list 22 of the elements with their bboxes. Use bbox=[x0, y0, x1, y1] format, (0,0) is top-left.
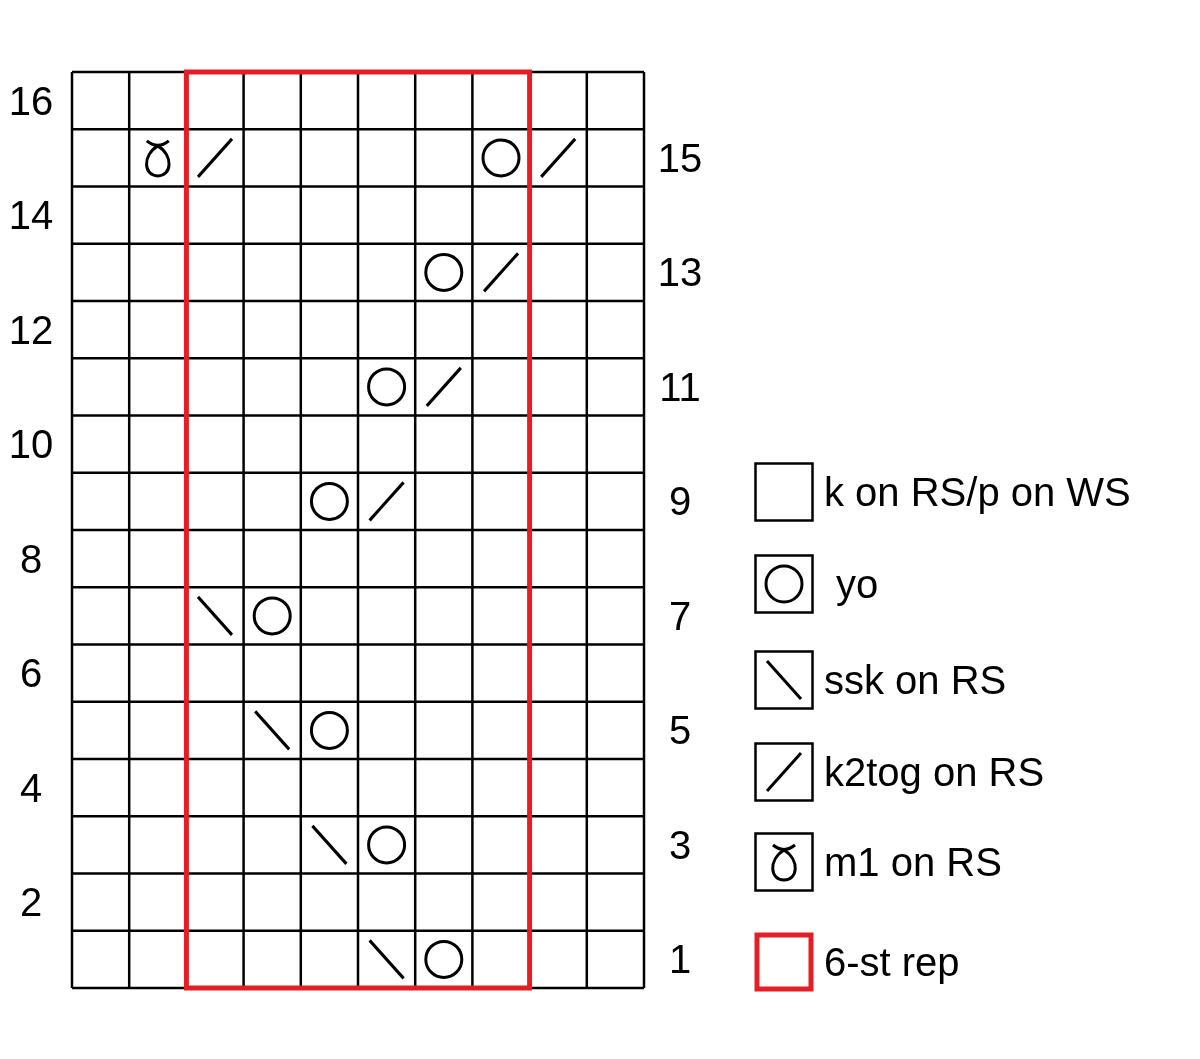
legend-label: k2tog on RS bbox=[824, 749, 1045, 795]
row-number: 13 bbox=[656, 250, 704, 295]
legend-label: ssk on RS bbox=[824, 657, 1007, 703]
row-number: 10 bbox=[7, 422, 55, 467]
row-number: 8 bbox=[18, 536, 44, 581]
row-number: 1 bbox=[667, 937, 693, 982]
legend-label: 6-st rep bbox=[824, 939, 960, 985]
legend-label: k on RS/p on WS bbox=[824, 469, 1131, 515]
row-number: 3 bbox=[667, 822, 693, 867]
row-number: 15 bbox=[656, 135, 704, 180]
row-number: 16 bbox=[7, 78, 55, 123]
row-number: 12 bbox=[7, 307, 55, 352]
row-number: 4 bbox=[18, 765, 44, 810]
row-number: 9 bbox=[667, 479, 693, 524]
row-number: 11 bbox=[658, 364, 702, 409]
row-number: 5 bbox=[667, 708, 693, 753]
row-number: 6 bbox=[18, 651, 44, 696]
legend-label: yo bbox=[836, 561, 879, 607]
row-number: 14 bbox=[7, 193, 55, 238]
row-number: 7 bbox=[667, 593, 693, 638]
row-number: 2 bbox=[18, 880, 44, 925]
legend-label: m1 on RS bbox=[824, 839, 1002, 885]
